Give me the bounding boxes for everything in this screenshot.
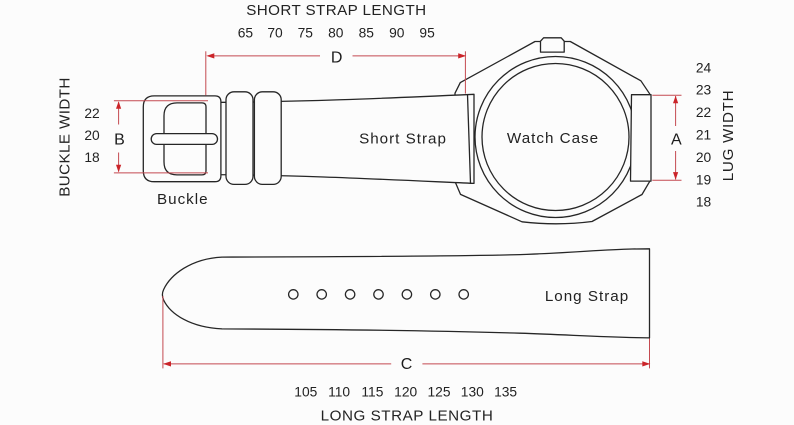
svg-text:Short Strap: Short Strap [359, 131, 447, 148]
svg-text:LUG WIDTH: LUG WIDTH [720, 90, 737, 182]
svg-text:22: 22 [696, 105, 711, 120]
svg-text:24: 24 [696, 60, 712, 75]
svg-text:22: 22 [84, 106, 99, 121]
svg-text:85: 85 [359, 26, 375, 41]
svg-text:90: 90 [389, 26, 405, 41]
svg-text:70: 70 [267, 26, 283, 41]
svg-text:125: 125 [427, 385, 450, 400]
svg-text:Watch Case: Watch Case [507, 130, 599, 147]
svg-text:BUCKLE WIDTH: BUCKLE WIDTH [57, 77, 74, 197]
svg-text:105: 105 [294, 385, 317, 400]
svg-text:D: D [331, 50, 343, 67]
svg-text:A: A [671, 131, 682, 148]
svg-text:80: 80 [328, 26, 344, 41]
svg-text:20: 20 [696, 150, 712, 165]
svg-text:110: 110 [328, 385, 350, 400]
svg-text:18: 18 [84, 150, 100, 165]
svg-text:95: 95 [419, 26, 435, 41]
svg-text:Long Strap: Long Strap [545, 288, 629, 305]
svg-text:20: 20 [84, 128, 100, 143]
svg-text:C: C [401, 356, 413, 373]
svg-text:120: 120 [394, 385, 417, 400]
svg-text:23: 23 [696, 83, 712, 98]
svg-text:19: 19 [696, 172, 712, 187]
svg-text:21: 21 [696, 128, 711, 143]
svg-text:65: 65 [238, 26, 254, 41]
svg-text:SHORT STRAP LENGTH: SHORT STRAP LENGTH [246, 2, 426, 19]
svg-text:LONG STRAP LENGTH: LONG STRAP LENGTH [321, 407, 494, 424]
svg-text:75: 75 [298, 26, 314, 41]
svg-text:18: 18 [696, 195, 712, 210]
svg-text:130: 130 [461, 385, 484, 400]
svg-text:115: 115 [361, 385, 383, 400]
svg-text:Buckle: Buckle [157, 191, 209, 208]
svg-text:B: B [114, 132, 125, 149]
svg-text:135: 135 [494, 385, 517, 400]
